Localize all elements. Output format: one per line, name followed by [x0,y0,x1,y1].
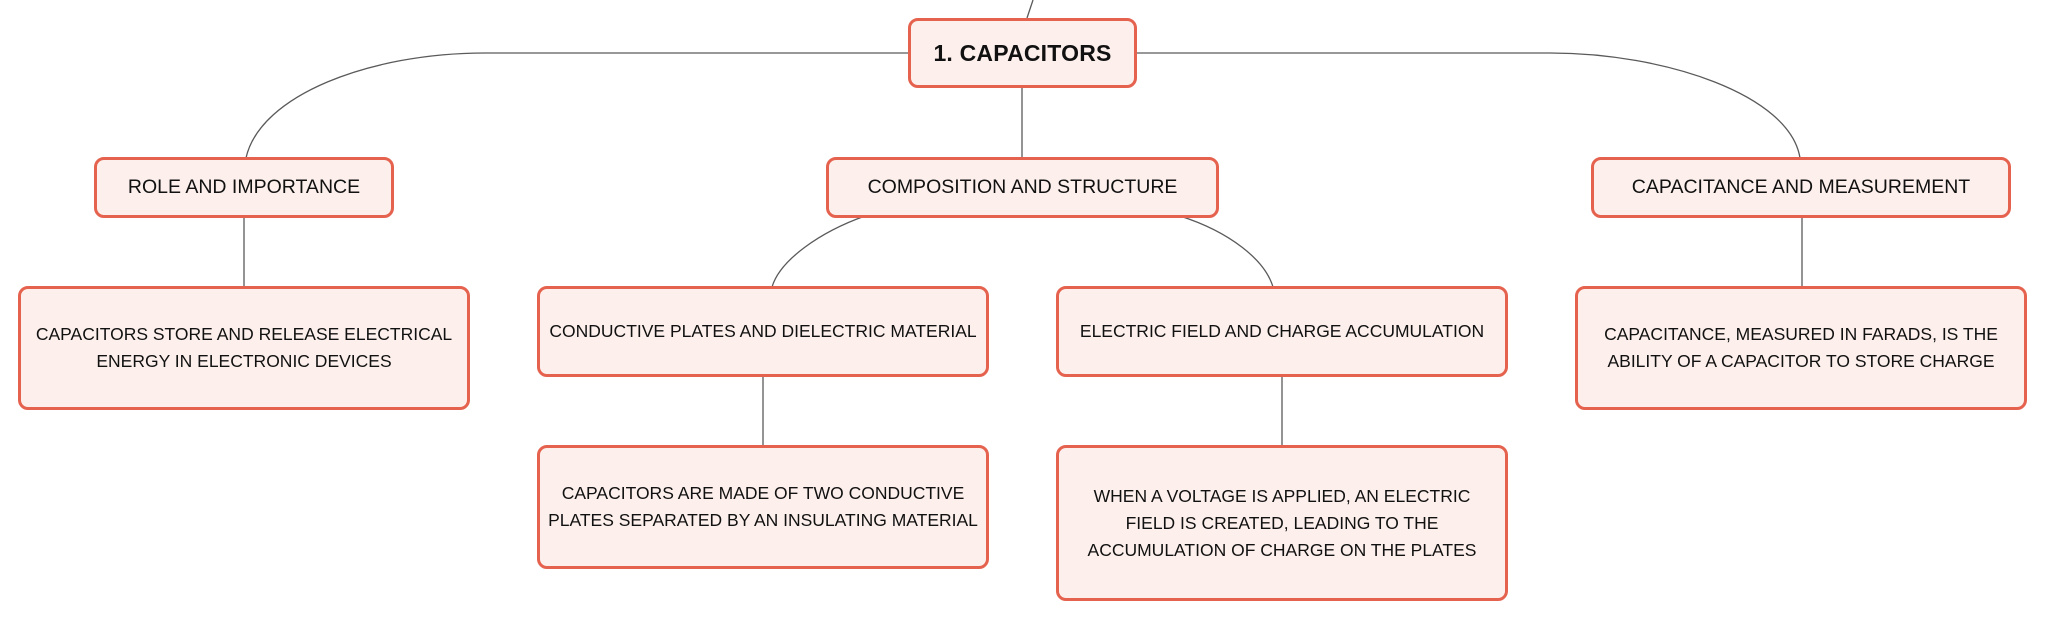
connector-root-to-role [245,52,910,159]
leaf-text: CAPACITANCE, MEASURED IN FARADS, IS THE … [1604,324,1998,371]
subbranch-conductive-plates[interactable]: CONDUCTIVE PLATES AND DIELECTRIC MATERIA… [537,286,989,377]
leaf-text: CAPACITORS STORE AND RELEASE ELECTRICAL … [35,324,453,371]
branch-capacitance-and-measurement[interactable]: CAPACITANCE AND MEASUREMENT [1591,157,2011,218]
subbranch-electric-field[interactable]: ELECTRIC FIELD AND CHARGE ACCUMULATION [1056,286,1508,377]
subbranch-label: CONDUCTIVE PLATES AND DIELECTRIC MATERIA… [549,321,977,341]
branch-label: ROLE AND IMPORTANCE [127,176,361,198]
branch-label: COMPOSITION AND STRUCTURE [867,176,1178,198]
branch-label: CAPACITANCE AND MEASUREMENT [1631,176,1971,198]
branch-composition-and-structure[interactable]: COMPOSITION AND STRUCTURE [826,157,1219,218]
leaf-text: WHEN A VOLTAGE IS APPLIED, AN ELECTRIC F… [1087,485,1477,560]
leaf-field-description[interactable]: WHEN A VOLTAGE IS APPLIED, AN ELECTRIC F… [1056,445,1508,601]
connector-parent-above [1026,0,1034,19]
connector-composition-to-field [1179,215,1274,288]
connector-composition-to-plates [771,215,866,288]
leaf-capacitance-description[interactable]: CAPACITANCE, MEASURED IN FARADS, IS THE … [1575,286,2027,410]
branch-role-and-importance[interactable]: ROLE AND IMPORTANCE [94,157,394,218]
root-label: 1. CAPACITORS [933,39,1112,66]
subbranch-label: ELECTRIC FIELD AND CHARGE ACCUMULATION [1079,321,1485,341]
leaf-role-description[interactable]: CAPACITORS STORE AND RELEASE ELECTRICAL … [18,286,470,410]
connector-root-to-capacitance [1136,52,1801,159]
leaf-plates-description[interactable]: CAPACITORS ARE MADE OF TWO CONDUCTIVE PL… [537,445,989,569]
root-node[interactable]: 1. CAPACITORS [908,18,1137,88]
leaf-text: CAPACITORS ARE MADE OF TWO CONDUCTIVE PL… [548,483,978,530]
